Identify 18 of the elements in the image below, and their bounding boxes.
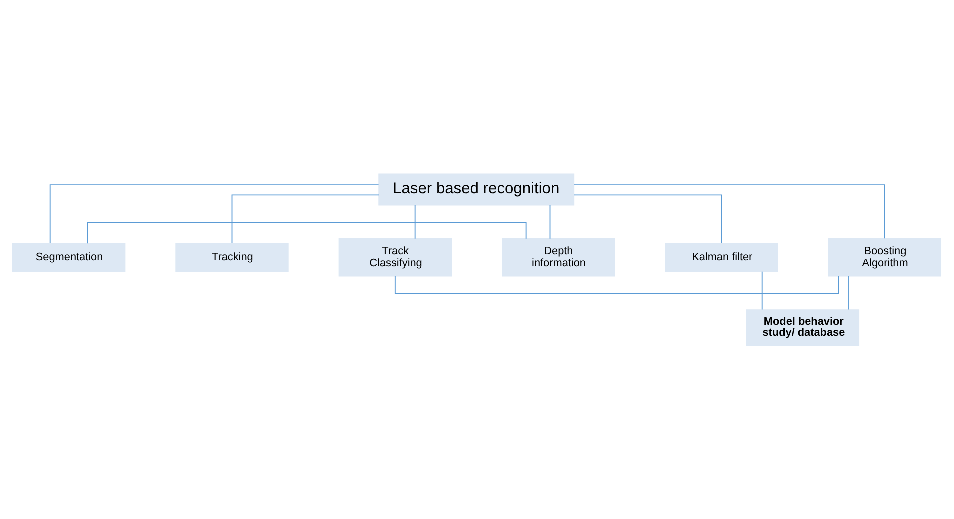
node-box: Depth information xyxy=(502,238,616,276)
connector xyxy=(574,184,886,239)
node-box: Laser based recognition xyxy=(378,173,575,206)
node-box: Model behavior study/ database xyxy=(746,309,860,346)
node-box: Segmentation xyxy=(12,242,126,272)
node-box: Tracking xyxy=(176,242,289,272)
node-box: Kalman filter xyxy=(665,242,778,272)
connector xyxy=(394,275,840,294)
node-box: Boosting Algorithm xyxy=(828,238,942,276)
connector xyxy=(550,204,551,239)
connector xyxy=(414,204,416,239)
connector xyxy=(232,194,380,244)
connector xyxy=(762,270,763,310)
node-box: Track Classifying xyxy=(338,238,452,276)
connector xyxy=(50,184,380,244)
connector xyxy=(574,194,722,244)
connector xyxy=(87,222,527,244)
connector xyxy=(848,276,850,310)
